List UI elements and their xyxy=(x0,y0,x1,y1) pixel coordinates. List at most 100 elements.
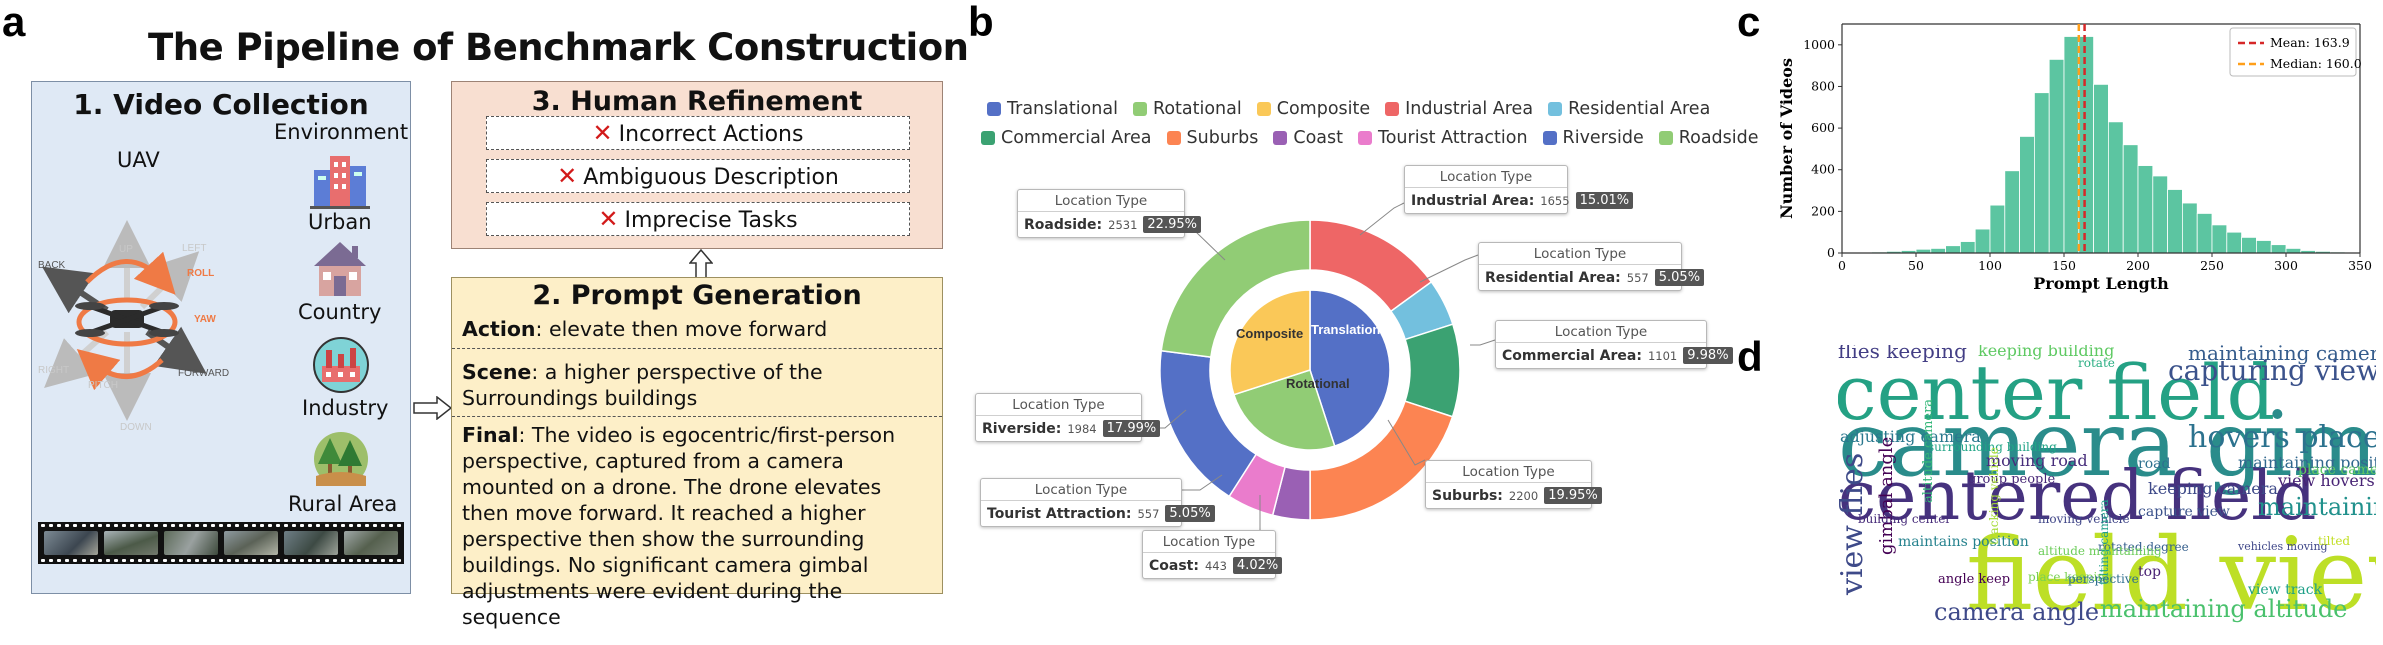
urban-icon xyxy=(310,156,370,209)
histogram-bar xyxy=(2226,231,2242,254)
human-refinement-box: 3. Human Refinement ✕Incorrect Actions ✕… xyxy=(451,81,943,249)
word-cloud-term: place camera xyxy=(2298,462,2376,478)
x-tick-label: 250 xyxy=(2200,258,2224,273)
legend-median-label: Median: 160.0 xyxy=(2270,56,2362,71)
word-cloud-term: center field xyxy=(1838,348,2276,437)
histogram-bar xyxy=(1945,245,1961,254)
histogram-bar xyxy=(2122,144,2139,254)
word-cloud-term: field view xyxy=(1966,516,2376,633)
legend-item[interactable]: Suburbs xyxy=(1166,128,1258,148)
motion-label-pitch: PITCH xyxy=(88,380,118,391)
word-cloud-term: angle keep xyxy=(1938,572,2011,587)
inner-slice-rotational[interactable] xyxy=(1232,369,1336,451)
scene-text: Scene: a higher perspective of the Surro… xyxy=(462,360,823,410)
legend-item[interactable]: Roadside xyxy=(1658,128,1759,148)
histogram-bar xyxy=(2107,121,2124,254)
legend-item[interactable]: Tourist Attraction xyxy=(1357,128,1528,148)
histogram-bar xyxy=(2167,189,2183,254)
word-cloud-term: rotated degree xyxy=(2098,540,2189,554)
leader-line xyxy=(1419,254,1479,283)
prompt-generation-title: 2. Prompt Generation xyxy=(532,280,862,311)
action-text: Action: elevate then move forward xyxy=(462,317,828,341)
y-axis-label: Number of Videos xyxy=(1777,58,1796,219)
word-cloud-term: maintaining altitude xyxy=(2100,595,2348,623)
x-tick-label: 200 xyxy=(2126,258,2150,273)
histogram-bar xyxy=(2004,170,2021,254)
legend-item[interactable]: Coast xyxy=(1273,128,1343,148)
word-cloud-term: rotate xyxy=(2078,356,2115,370)
word-cloud-term: tracking vehicle xyxy=(1987,447,2001,545)
inner-slice-translational[interactable] xyxy=(1309,289,1391,448)
word-cloud-term: vehicles moving xyxy=(2238,540,2328,553)
industry-icon xyxy=(313,337,369,393)
word-cloud-term: moving road xyxy=(1986,451,2088,470)
histogram-bar xyxy=(1989,204,2006,254)
country-icon xyxy=(314,242,366,296)
word-cloud-term: building center xyxy=(1858,512,1952,526)
histogram-bar xyxy=(1959,241,1976,254)
word-cloud-term: view track xyxy=(2248,582,2323,598)
video-filmstrip xyxy=(38,522,404,564)
word-cloud-term: keeping camera xyxy=(2148,479,2278,498)
legend-item[interactable]: Composite xyxy=(1256,99,1370,119)
panel-letter-b: b xyxy=(968,0,994,45)
x-axis-label: Prompt Length xyxy=(2033,274,2169,293)
cross-icon: ✕ xyxy=(598,205,619,233)
video-collection-title: 1. Video Collection xyxy=(73,88,369,121)
legend-item[interactable]: Commercial Area xyxy=(981,128,1152,148)
histogram-bar xyxy=(2019,136,2035,254)
word-cloud-term: adjusting camera xyxy=(1840,427,1981,446)
inner-label-translational: Translational xyxy=(1311,322,1392,337)
word-cloud-term: top xyxy=(2138,564,2162,580)
panel-letter-a: a xyxy=(2,0,26,45)
histogram-bar xyxy=(2063,36,2080,254)
y-tick-label: 800 xyxy=(1811,78,1835,93)
location-pie-chart xyxy=(1160,220,1460,520)
legend-item[interactable]: Industrial Area xyxy=(1385,99,1533,119)
word-cloud-term: maintaining position xyxy=(2238,453,2376,472)
legend-item[interactable]: Translational xyxy=(987,99,1118,119)
legend-item[interactable]: Riverside xyxy=(1542,128,1644,148)
motion-label-roll: ROLL xyxy=(187,268,215,279)
y-tick-label: 0 xyxy=(1827,245,1835,260)
x-tick-label: 150 xyxy=(2052,258,2076,273)
word-cloud-term: altitude maintaining xyxy=(2038,544,2162,558)
x-tick-label: 0 xyxy=(1838,258,1846,273)
panel-letter-d: d xyxy=(1737,333,1763,380)
word-cloud-term: centered field xyxy=(1838,457,2317,536)
word-cloud-term: surrounding building xyxy=(1928,440,2057,454)
word-cloud-term: maintaining camera xyxy=(2188,345,2376,365)
environment-label: Environment xyxy=(274,120,409,144)
leader-line xyxy=(1470,339,1496,346)
leader-line xyxy=(1183,230,1226,261)
pie-slice-roadside[interactable] xyxy=(1160,220,1311,358)
inner-slice-composite[interactable] xyxy=(1229,289,1311,396)
legend-item[interactable]: Rotational xyxy=(1132,99,1242,119)
word-cloud-term: perspective xyxy=(2068,572,2139,586)
arrow-up-icon xyxy=(689,249,713,279)
histogram-bar xyxy=(2196,213,2213,254)
histogram-bar xyxy=(2137,165,2154,254)
drone-illustration xyxy=(42,220,207,421)
motion-label-yaw: YAW xyxy=(194,314,216,325)
refinement-item: ✕Ambiguous Description xyxy=(486,159,910,193)
histogram-bar xyxy=(2093,83,2109,254)
histogram-bar xyxy=(2255,240,2272,254)
pie-legend-row-2: Commercial Area Suburbs Coast Tourist At… xyxy=(981,128,1774,148)
x-tick-label: 50 xyxy=(1908,258,1924,273)
histogram-bar xyxy=(1974,228,1991,254)
word-cloud-term: place keeping xyxy=(2028,570,2113,584)
motion-label-right: RIGHT xyxy=(38,365,70,376)
inner-label-rotational: Rotational xyxy=(1286,376,1350,391)
word-cloud-term: maintaining view xyxy=(2258,493,2376,521)
histogram-bar xyxy=(2078,36,2094,254)
legend-item[interactable]: Residential Area xyxy=(1548,99,1710,119)
